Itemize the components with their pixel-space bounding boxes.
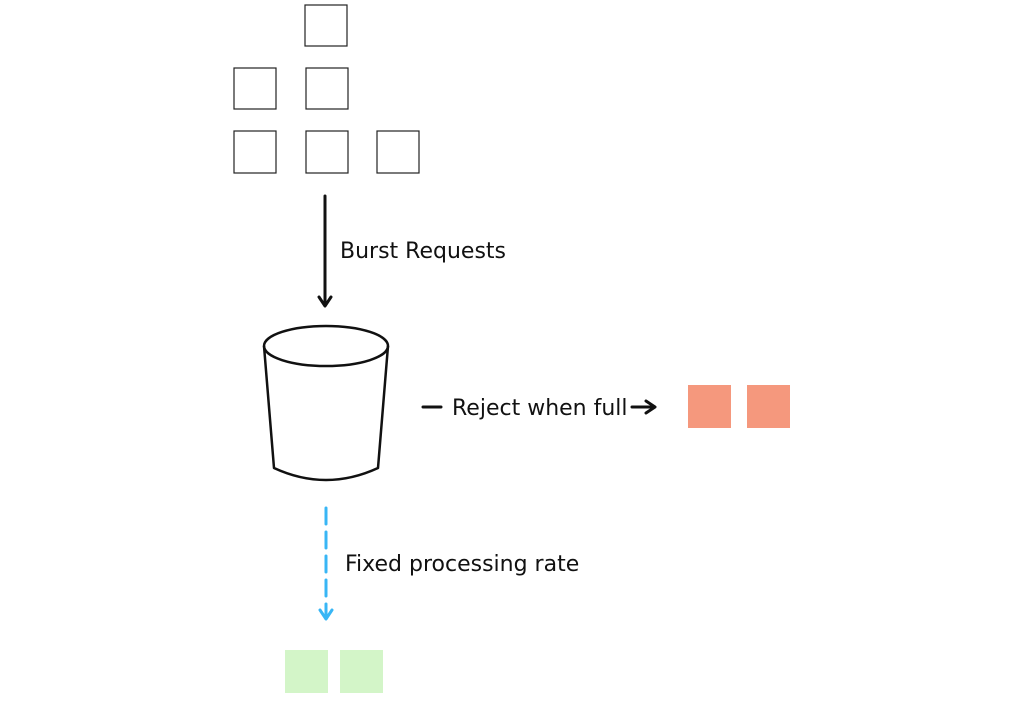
incoming-request-box	[376, 130, 420, 174]
rejected-request-box	[747, 385, 790, 428]
incoming-request-box	[305, 67, 349, 110]
reject-when-full-label: Reject when full	[452, 396, 628, 421]
incoming-request-box	[233, 130, 277, 174]
processed-requests	[285, 650, 383, 693]
burst-requests-label: Burst Requests	[340, 239, 506, 264]
processed-request-box	[285, 650, 328, 693]
rejected-requests	[688, 385, 790, 428]
incoming-requests	[233, 4, 420, 174]
incoming-request-box	[304, 4, 348, 47]
processed-request-box	[340, 650, 383, 693]
bucket-icon	[262, 324, 390, 482]
rejected-request-box	[688, 385, 731, 428]
incoming-request-box	[305, 130, 349, 174]
incoming-request-box	[233, 67, 277, 110]
fixed-processing-rate-label: Fixed processing rate	[345, 552, 579, 577]
